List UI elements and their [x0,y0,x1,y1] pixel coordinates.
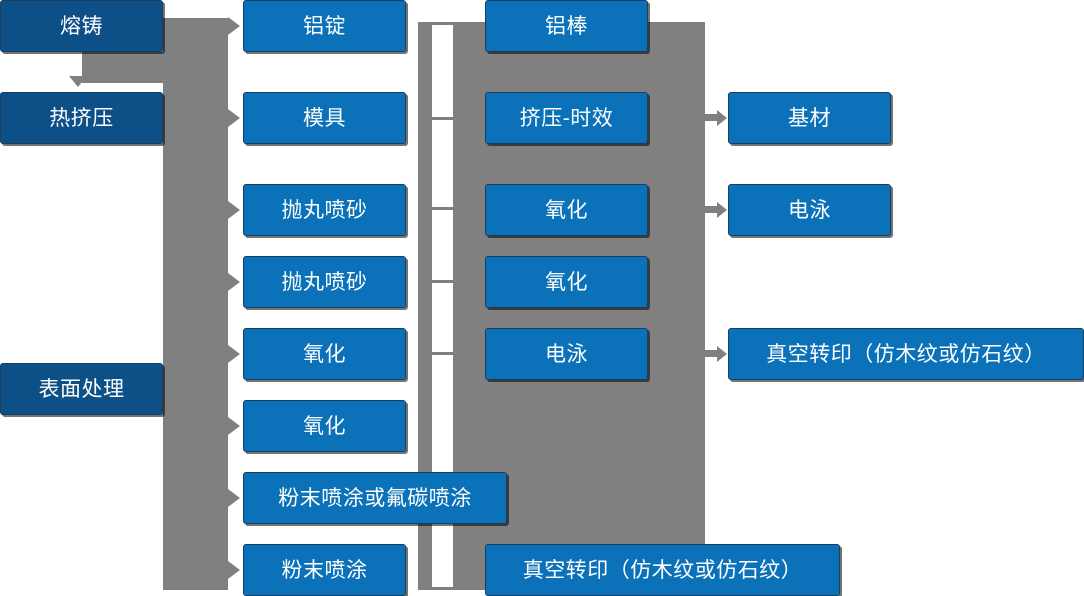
process-box-m8[interactable]: 粉末喷涂 [243,544,406,596]
process-box-label: 粉末喷涂 [281,558,368,582]
process-box-label: 氧化 [545,198,588,222]
process-box-label: 铝棒 [545,14,588,38]
process-box-m6[interactable]: 氧化 [243,400,406,452]
process-box-m4[interactable]: 抛丸喷砂 [243,256,406,308]
fanout-arrow-mold-icon [228,109,240,127]
process-box-label: 氧化 [303,414,346,438]
fanout-arrow-powder-coating-icon [228,561,240,579]
connector-surface-treatment-feeder [163,388,183,391]
process-box-o2[interactable]: 电泳 [728,184,891,236]
process-box-label: 模具 [303,106,346,130]
fanout-arrow-aluminum-ingot-icon [228,17,240,35]
process-box-t6[interactable]: 真空转印（仿木纹或仿石纹） [485,544,840,596]
process-box-s3[interactable]: 表面处理 [0,363,163,415]
arrow-to-substrate-icon [705,110,727,126]
fanout-arrow-oxidation-1-icon [228,345,240,363]
process-box-label: 氧化 [303,342,346,366]
process-box-label: 抛丸喷砂 [281,270,368,294]
process-box-label: 真空转印（仿木纹或仿石纹） [766,342,1046,366]
process-box-t3[interactable]: 氧化 [485,184,648,236]
process-box-t5[interactable]: 电泳 [485,328,648,380]
connector-main-left-bar [163,18,228,590]
process-box-label: 电泳 [545,342,588,366]
connector-mid-rail-lower [418,22,432,590]
process-box-m5[interactable]: 氧化 [243,328,406,380]
process-box-s1[interactable]: 熔铸 [0,0,163,52]
connector-tick-row-5 [418,352,454,355]
connector-tick-row-4 [432,280,454,283]
process-box-t1[interactable]: 铝棒 [485,0,648,52]
fanout-arrow-shotblast-1-icon [228,201,240,219]
process-box-m3[interactable]: 抛丸喷砂 [243,184,406,236]
process-box-label: 表面处理 [38,377,125,401]
process-box-label: 氧化 [545,270,588,294]
connector-stage1-to-stage2-stem [82,52,163,83]
connector-tick-row-1 [418,22,453,25]
fanout-arrow-shotblast-2-icon [228,273,240,291]
process-box-s2[interactable]: 热挤压 [0,92,163,144]
process-box-label: 电泳 [788,198,831,222]
process-box-t2[interactable]: 挤压-时效 [485,92,648,144]
connector-tick-row-6 [432,587,454,590]
process-box-label: 抛丸喷砂 [281,198,368,222]
arrow-to-vacuum-transfer-icon [705,346,727,362]
process-box-label: 粉末喷涂或氟碳喷涂 [278,486,472,510]
process-box-m2[interactable]: 模具 [243,92,406,144]
process-box-m1[interactable]: 铝锭 [243,0,406,52]
process-box-label: 熔铸 [60,14,103,38]
process-box-label: 挤压-时效 [519,106,614,130]
fanout-arrow-powder-fluorocarbon-icon [228,489,240,507]
process-box-label: 热挤压 [49,106,114,130]
connector-tick-row-2 [432,117,454,120]
process-box-m7[interactable]: 粉末喷涂或氟碳喷涂 [243,472,507,524]
fanout-arrow-oxidation-2-icon [228,417,240,435]
process-box-t4[interactable]: 氧化 [485,256,648,308]
connector-tick-row-3 [432,207,454,210]
process-box-label: 基材 [788,106,831,130]
process-box-o3[interactable]: 真空转印（仿木纹或仿石纹） [728,328,1084,380]
process-box-label: 铝锭 [303,14,346,38]
process-box-label: 真空转印（仿木纹或仿石纹） [522,558,803,582]
arrow-to-electrophoresis-icon [705,202,727,218]
connector-stage1-to-stage2-arrow-icon [69,76,87,87]
process-box-o1[interactable]: 基材 [728,92,891,144]
